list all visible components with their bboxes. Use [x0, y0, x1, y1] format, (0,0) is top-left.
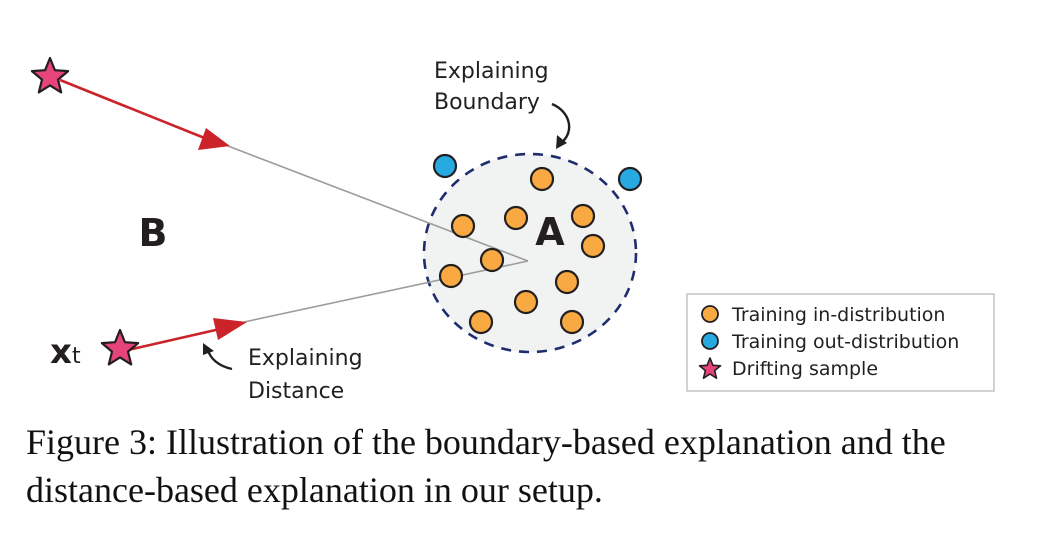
in-distribution-point: [513, 289, 539, 315]
distance-label-line1: Explaining: [248, 346, 363, 371]
pink-star-icon: [698, 357, 722, 380]
region-b-label: B: [139, 211, 168, 255]
sample-t-subscript: t: [72, 344, 81, 369]
boundary-pointer-arrowhead: [556, 135, 567, 149]
in-distribution-point: [503, 205, 529, 231]
out-distribution-point: [617, 166, 643, 192]
top-sample-arrow: [59, 78, 230, 150]
in-distribution-point: [570, 203, 596, 229]
legend-label: Training in-distribution: [731, 304, 945, 326]
sample-x-symbol: x: [50, 332, 72, 372]
legend: Training in-distribution Training out-di…: [686, 293, 995, 392]
boundary-label-line1: Explaining: [434, 59, 549, 84]
in-distribution-point: [450, 213, 476, 239]
drifting-sample-star-top: [30, 56, 70, 94]
in-distribution-point: [559, 309, 585, 335]
boundary-pointer-arrow: [551, 102, 571, 143]
in-distribution-point: [554, 269, 580, 295]
figure-caption: Figure 3: Illustration of the boundary-b…: [26, 422, 946, 510]
region-a-label: A: [535, 210, 565, 254]
blue-circle-icon: [701, 332, 719, 350]
distance-label-line2: Distance: [248, 379, 344, 404]
boundary-label-line2: Boundary: [434, 90, 540, 115]
out-distribution-point: [432, 153, 458, 179]
top-sample-path-line: [227, 145, 529, 262]
in-distribution-point: [479, 247, 505, 273]
legend-item-in-distribution: Training in-distribution: [701, 304, 945, 326]
in-distribution-points: [438, 166, 606, 335]
legend-label: Drifting sample: [732, 358, 878, 380]
legend-item-out-distribution: Training out-distribution: [701, 331, 959, 353]
orange-circle-icon: [701, 305, 719, 323]
in-distribution-point: [438, 263, 464, 289]
drifting-sample-star-xt: [100, 328, 140, 366]
legend-label: Training out-distribution: [731, 331, 959, 353]
drifting-sample-stars: [30, 56, 140, 366]
explaining-boundary-region: [422, 152, 638, 354]
legend-box: [686, 293, 995, 392]
bottom-sample-path-line: [243, 260, 529, 323]
out-distribution-points: [432, 153, 643, 192]
figure-diagram: A B xt Explaining Boundary Explaining Di…: [30, 56, 995, 404]
in-distribution-point: [468, 309, 494, 335]
legend-item-drifting-sample: Drifting sample: [698, 357, 878, 380]
in-distribution-point: [580, 233, 606, 259]
distance-pointer-arrow: [206, 349, 233, 371]
distance-pointer-arrowhead: [203, 343, 214, 355]
in-distribution-point: [529, 166, 555, 192]
sample-xt-label: xt: [50, 332, 81, 372]
bottom-sample-arrow: [127, 318, 247, 352]
